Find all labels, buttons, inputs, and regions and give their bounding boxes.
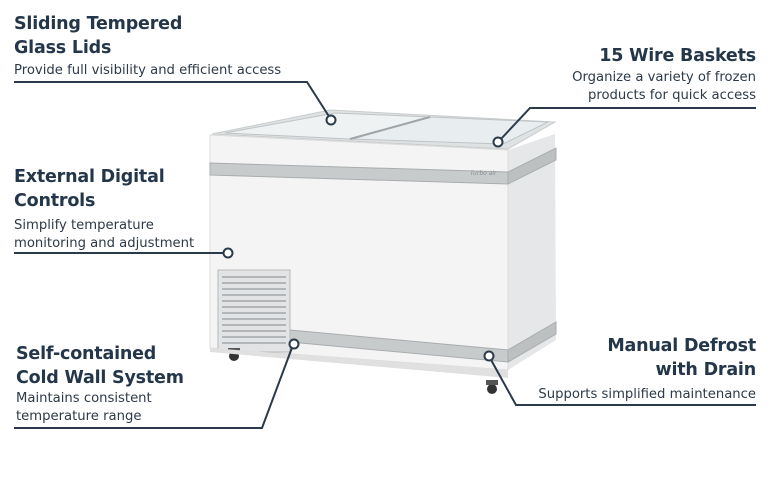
freezer-side-panel [508, 134, 556, 370]
bottom-trim-rail-side [507, 321, 557, 363]
feature-defrost-title: Manual Defrost with Drain [607, 336, 756, 380]
caster-mount [486, 380, 498, 385]
callout-markers [222, 114, 504, 362]
feature-lids: Sliding Tempered Glass Lids Provide full… [14, 12, 281, 80]
feature-lids-title: Sliding Tempered Glass Lids [14, 14, 183, 58]
callout-line-baskets [499, 107, 756, 141]
marker-baskets [492, 136, 504, 148]
marker-coldwall [288, 338, 300, 350]
feature-controls-title: External Digital Controls [14, 167, 165, 211]
marker-defrost [483, 350, 495, 362]
brand-logo: Turbo air [470, 170, 497, 177]
feature-defrost: Manual Defrost with Drain Supports simpl… [538, 334, 756, 404]
caster-front-right [487, 384, 497, 394]
top-trim-rail-side [507, 147, 557, 185]
marker-lids [325, 114, 337, 126]
lid-seam [349, 116, 431, 140]
callout-line-coldwall [14, 344, 294, 429]
feature-baskets: 15 Wire Baskets Organize a variety of fr… [572, 44, 756, 105]
feature-baskets-title: 15 Wire Baskets [599, 46, 756, 66]
feature-controls-desc: Simplify temperature monitoring and adju… [14, 218, 195, 251]
feature-coldwall-title: Self-contained Cold Wall System [16, 344, 184, 388]
feature-baskets-desc: Organize a variety of frozen products fo… [572, 70, 756, 103]
feature-controls: External Digital Controls Simplify tempe… [14, 165, 194, 253]
freezer-base [210, 348, 508, 378]
grille-slats [222, 276, 286, 344]
feature-coldwall: Self-contained Cold Wall System Maintain… [16, 342, 184, 426]
feature-coldwall-desc: Maintains consistent temperature range [16, 391, 152, 424]
feature-defrost-desc: Supports simplified maintenance [538, 387, 756, 402]
feature-lids-desc: Provide full visibility and efficient ac… [14, 63, 282, 78]
callout-line-lids [14, 81, 331, 119]
callout-line-defrost [489, 357, 756, 406]
marker-controls [222, 247, 234, 259]
callout-lines [14, 81, 756, 429]
